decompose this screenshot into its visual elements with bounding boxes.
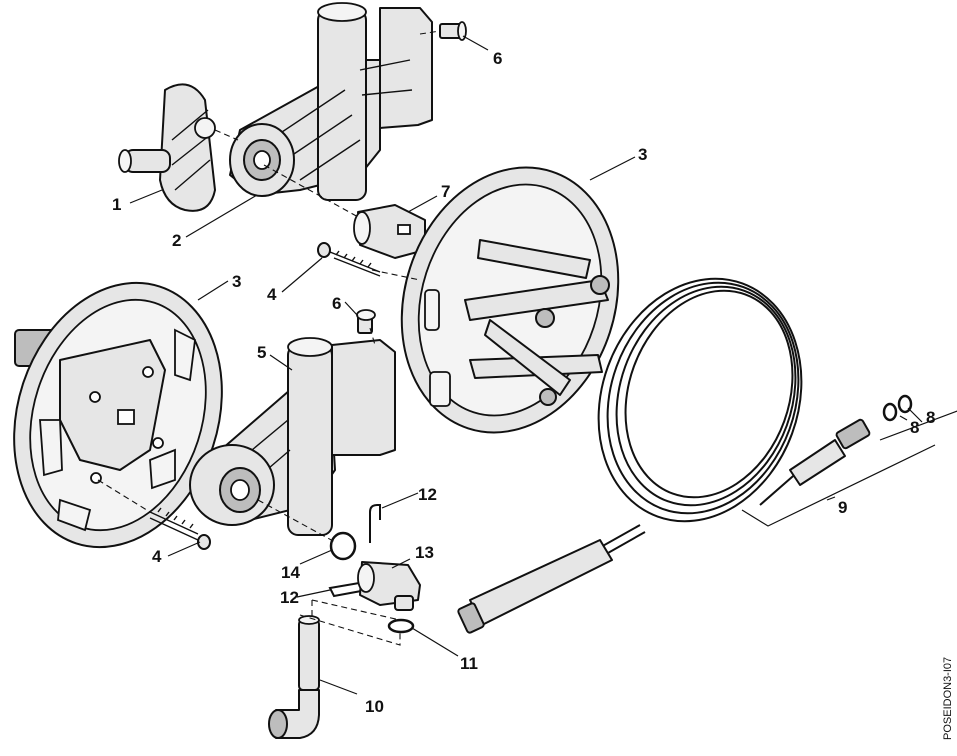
reel-drum-left-part [13, 281, 223, 549]
callout-4-top: 4 [267, 285, 277, 304]
screw-middle-part [356, 309, 376, 334]
callout-9: 9 [838, 498, 847, 517]
callout-8-b: 8 [926, 408, 935, 427]
hose-connector-part [353, 204, 426, 259]
callout-6-mid: 6 [332, 294, 341, 313]
callout-4-bottom: 4 [152, 547, 162, 566]
callout-13: 13 [415, 543, 434, 562]
callout-5: 5 [257, 343, 266, 362]
hose-coil-part [457, 277, 871, 634]
upper-bracket-part [229, 2, 433, 201]
callout-7: 7 [441, 182, 450, 201]
callout-8-a: 8 [910, 418, 919, 437]
callout-3-top: 3 [638, 145, 647, 164]
lower-bracket-part [189, 337, 396, 536]
clip-12-top-part [369, 504, 381, 543]
inlet-pipe-10-part [268, 615, 320, 739]
swivel-13-part [357, 561, 421, 611]
callout-1: 1 [112, 195, 121, 214]
drawing-code: POSEIDON3-I07 [942, 657, 954, 740]
screw-upper-part [317, 242, 381, 277]
callout-12-top: 12 [418, 485, 437, 504]
callout-11: 11 [460, 654, 478, 673]
o-ring-11-part [387, 618, 415, 634]
o-ring-14-part [329, 531, 357, 561]
o-rings-part [882, 394, 913, 422]
callout-6-top: 6 [493, 49, 502, 68]
screw-top-part [439, 21, 467, 41]
crank-handle-part [118, 83, 216, 212]
callout-12-bottom: 12 [280, 588, 299, 607]
callout-14: 14 [281, 563, 300, 582]
callout-10: 10 [365, 697, 384, 716]
callout-3-left: 3 [232, 272, 241, 291]
reel-drum-right-part [400, 166, 620, 434]
callout-2: 2 [172, 231, 181, 250]
leader-lines [129, 35, 957, 695]
screw-lower-part [149, 507, 211, 550]
assembly-lines [97, 30, 441, 646]
callout-labels: 1 2 3 3 4 4 5 6 6 7 8 8 9 10 11 12 12 13… [112, 49, 935, 716]
